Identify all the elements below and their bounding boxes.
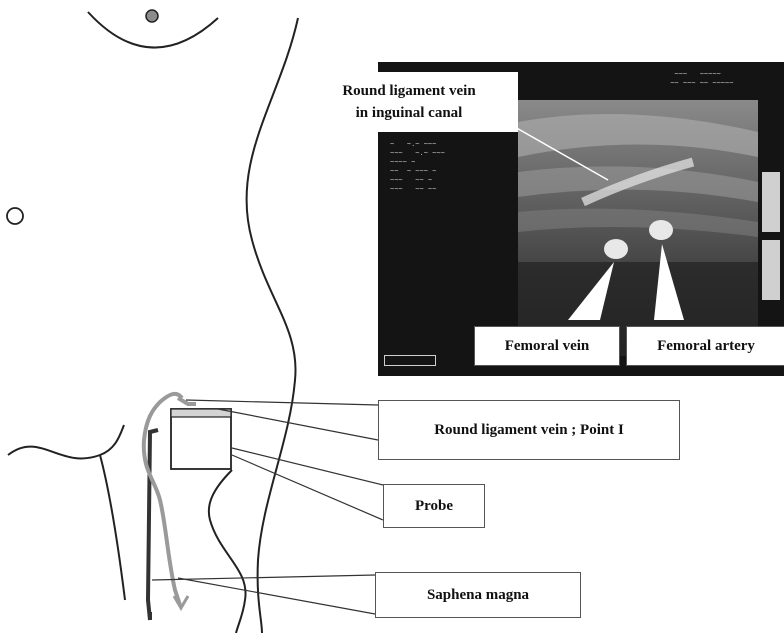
label-femoral-vein: Femoral vein [474,326,620,366]
round-ligament-vein-segment [178,398,196,404]
femoral-vein-echo [604,239,628,259]
femoral-vessel-line [148,430,158,620]
us-header-text: ~~~ ~~~~~ ~~ ~~~ ~~ ~~~~~ [666,70,733,88]
probe-shape [171,409,231,469]
us-corner-label [384,355,436,366]
label-femoral-artery: Femoral artery [626,326,784,366]
label-round-ligament-inguinal-line1: Round ligament vein [342,80,475,102]
label-femoral-artery-text: Femoral artery [657,335,755,357]
thigh-outline-inner [100,455,125,600]
label-round-ligament-inguinal-line2: in inguinal canal [356,102,463,124]
inner-thigh-outline [209,470,246,633]
label-round-ligament-point-text: Round ligament vein ; Point I [434,419,624,441]
leader-probe-1 [232,448,383,485]
label-saphena-magna-text: Saphena magna [427,584,529,606]
label-femoral-vein-text: Femoral vein [505,335,590,357]
label-round-ligament-point: Round ligament vein ; Point I [378,400,680,460]
thigh-outline-left [8,425,124,458]
leader-round-ligament-point-2 [218,409,378,440]
femoral-artery-echo [649,220,673,240]
label-probe: Probe [383,484,485,528]
umbilicus-dot [146,10,158,22]
leader-probe-2 [232,455,383,520]
label-saphena-magna: Saphena magna [375,572,581,618]
flank-outline [247,18,298,633]
label-round-ligament-inguinal: Round ligament vein in inguinal canal [300,72,518,132]
leader-saphena-2 [178,578,375,614]
label-probe-text: Probe [415,495,453,517]
landmark-circle [7,208,23,224]
us-params-text: ~ ~.~ ~~~ ~~~ ~.~ ~~~ ~~~~ ~ ~~ ~ ~~~ ~ … [390,140,445,194]
leader-round-ligament-point [186,400,378,405]
